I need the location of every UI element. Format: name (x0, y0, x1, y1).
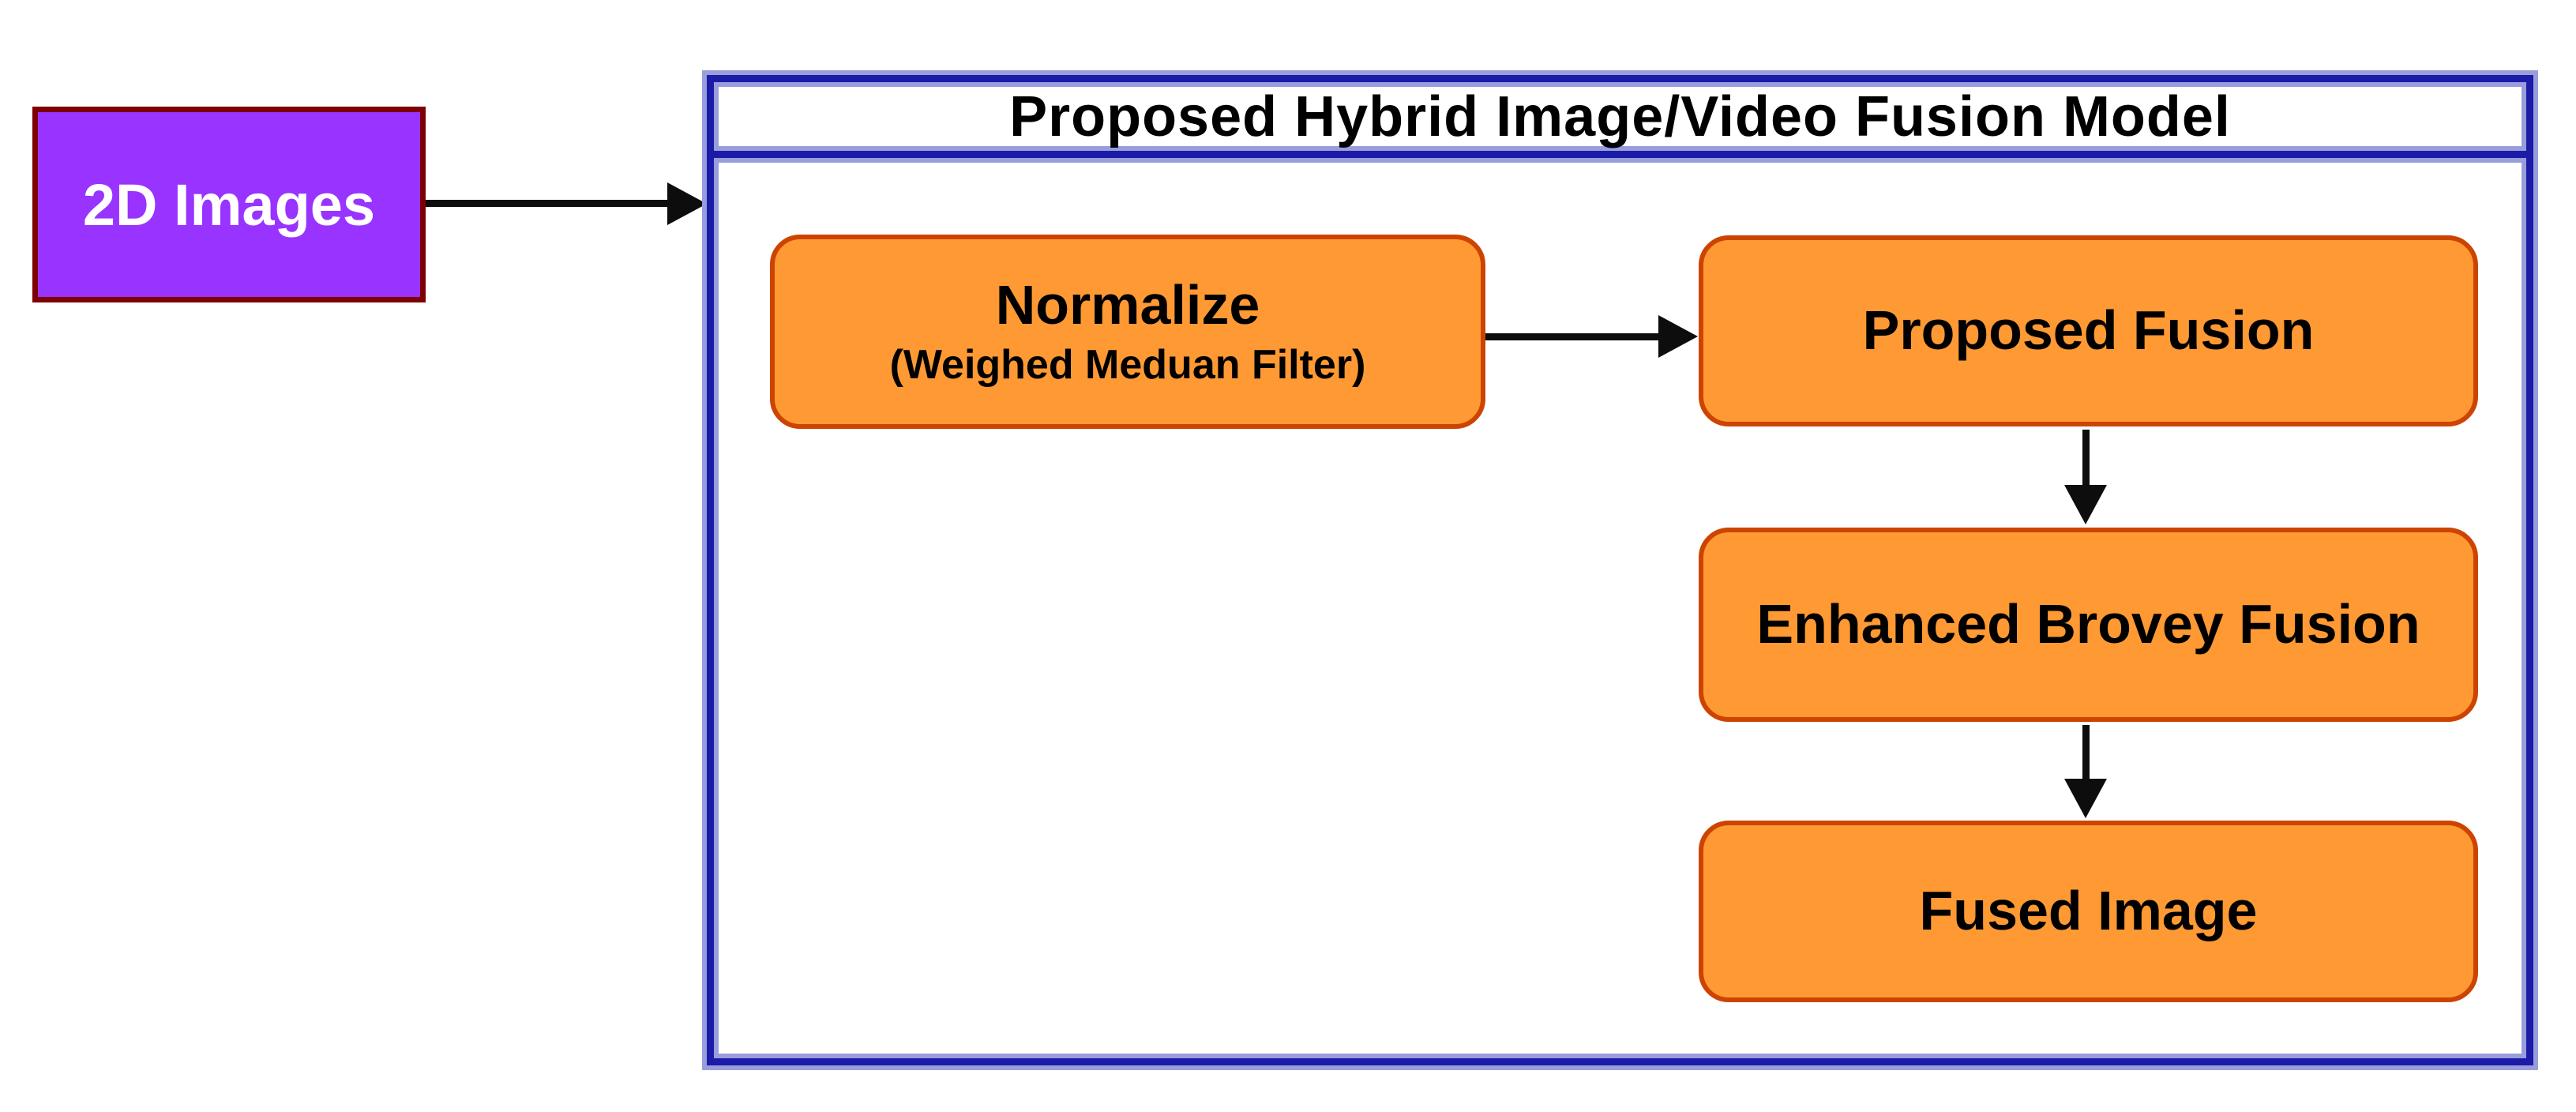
node-normalize-sublabel: (Weighed Meduan Filter) (889, 342, 1366, 389)
arrow-head-icon (2064, 779, 2107, 818)
arrow-line (426, 200, 669, 207)
model-title-band: Proposed Hybrid Image/Video Fusion Model (714, 82, 2526, 158)
arrow-head-icon (667, 182, 707, 225)
node-normalize-label: Normalize (995, 273, 1260, 336)
arrow-line (2082, 430, 2090, 491)
node-fused-image-label: Fused Image (1919, 880, 2258, 942)
node-proposed-fusion: Proposed Fusion (1699, 235, 2478, 426)
arrow-head-icon (1658, 315, 1698, 358)
node-enhanced-brovey-label: Enhanced Brovey Fusion (1756, 593, 2420, 656)
arrow-line (2082, 725, 2090, 783)
arrow-head-icon (2064, 485, 2107, 524)
node-normalize: Normalize (Weighed Meduan Filter) (770, 235, 1485, 429)
node-fused-image: Fused Image (1699, 821, 2478, 1002)
model-container: Proposed Hybrid Image/Video Fusion Model (707, 75, 2533, 1065)
arrow-line (1485, 333, 1662, 340)
node-enhanced-brovey: Enhanced Brovey Fusion (1699, 528, 2478, 722)
node-2d-images: 2D Images (32, 107, 426, 302)
model-title: Proposed Hybrid Image/Video Fusion Model (1009, 85, 2231, 148)
node-proposed-fusion-label: Proposed Fusion (1862, 299, 2315, 362)
node-2d-images-label: 2D Images (82, 171, 376, 238)
